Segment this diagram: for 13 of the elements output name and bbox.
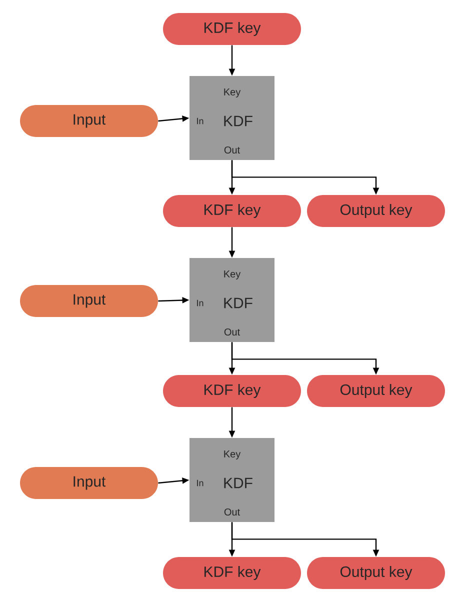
- input-pill: Input: [20, 467, 158, 499]
- key-pill: Output key: [307, 557, 445, 589]
- key-pill: Output key: [307, 375, 445, 407]
- key-pill: KDF key: [163, 195, 301, 227]
- input-pill: Input: [20, 105, 158, 137]
- kdf-block: Key In KDF Out: [190, 438, 274, 522]
- key-pill: KDF key: [163, 375, 301, 407]
- kdf-block: Key In KDF Out: [190, 258, 274, 342]
- key-pill: KDF key: [163, 13, 301, 45]
- kdf-block: Key In KDF Out: [190, 76, 274, 160]
- key-pill: KDF key: [163, 557, 301, 589]
- input-pill: Input: [20, 285, 158, 317]
- key-pill: Output key: [307, 195, 445, 227]
